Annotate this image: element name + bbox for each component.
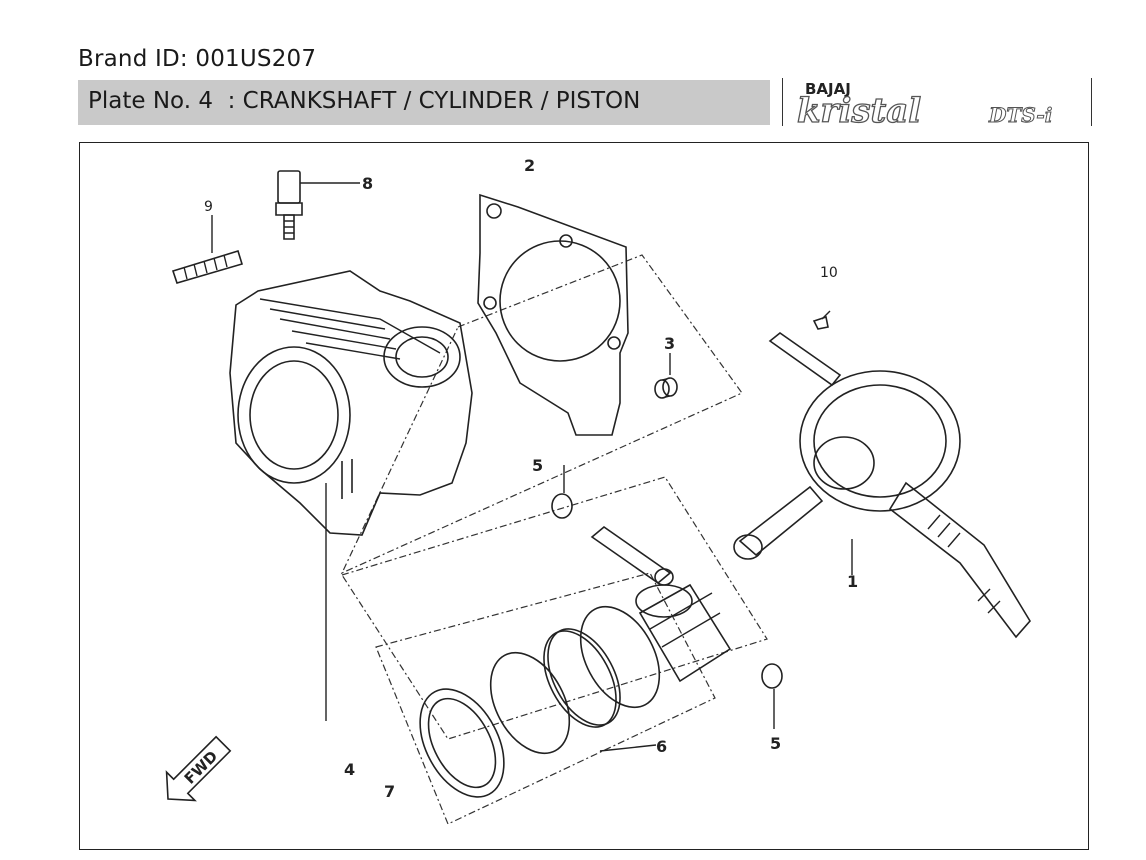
callout-1: 1 — [847, 572, 858, 591]
exploded-diagram: 1 2 3 4 5 5 6 7 8 9 10 FWD — [79, 142, 1089, 850]
callout-9: 9 — [204, 199, 213, 215]
gasket-part — [477, 193, 629, 436]
plate-title: Plate No. 4 : CRANKSHAFT / CYLINDER / PI… — [88, 88, 641, 114]
cylinder-group-outline — [340, 254, 743, 575]
dowel-pin-part — [654, 377, 678, 399]
crankshaft-part — [733, 332, 1031, 639]
callout-10: 10 — [820, 265, 838, 281]
brand-id: Brand ID: 001US207 — [78, 46, 317, 72]
callout-2: 2 — [524, 156, 535, 175]
plate-title-bar: Plate No. 4 : CRANKSHAFT / CYLINDER / PI… — [78, 80, 770, 125]
sensor-part — [275, 170, 303, 240]
leader-lines — [211, 182, 853, 752]
logo-maker: BAJAJ — [805, 80, 851, 98]
fwd-arrow-icon: FWD — [165, 735, 232, 802]
piston-rings-part — [419, 605, 661, 798]
callout-6: 6 — [656, 737, 667, 756]
logo-model: kristal — [797, 91, 921, 126]
callout-3: 3 — [664, 334, 675, 353]
logo-variant: DTS-i — [988, 103, 1052, 126]
cylinder-block-part — [229, 270, 473, 536]
callout-4: 4 — [344, 760, 355, 779]
fwd-label: FWD — [181, 747, 221, 787]
piston-pin-part — [590, 525, 674, 586]
circlip-part — [551, 493, 783, 689]
stud-bolt-part — [171, 250, 244, 284]
ring-group-outline — [375, 572, 716, 825]
callout-5-upper: 5 — [532, 456, 543, 475]
brand-logo: BAJAJ kristal DTS-i — [782, 78, 1092, 126]
diagram-canvas: 1 2 3 4 5 5 6 7 8 9 10 FWD — [165, 156, 1031, 825]
callout-7: 7 — [384, 782, 395, 801]
piston-group-outline — [341, 476, 768, 740]
callout-8: 8 — [362, 174, 373, 193]
piston-part — [635, 583, 732, 683]
woodruff-key-part — [812, 315, 829, 330]
callout-5-lower: 5 — [770, 734, 781, 753]
